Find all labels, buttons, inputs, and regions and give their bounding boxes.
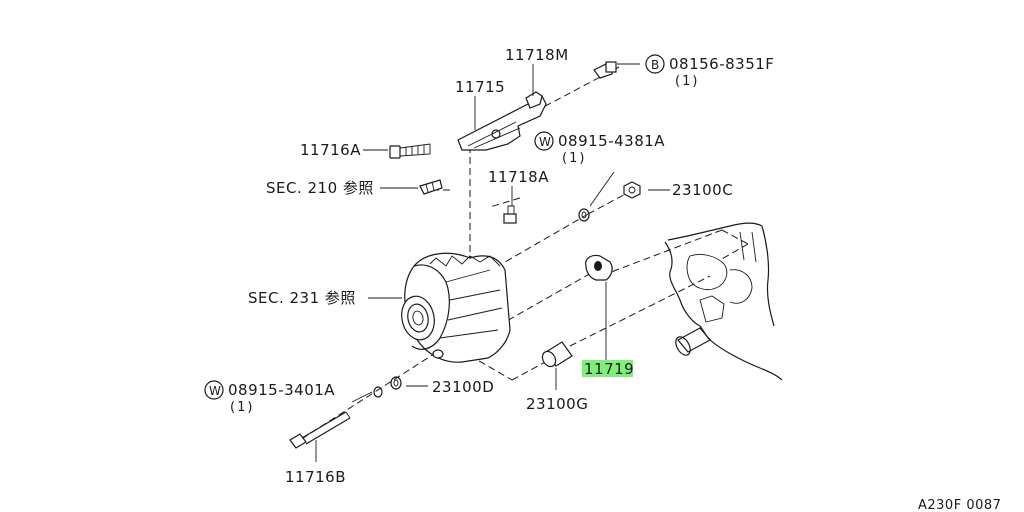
label-08915-4381a: 08915-4381A — [558, 132, 665, 150]
washer-23100d — [390, 376, 402, 390]
callout-08915-4381a: W 08915-4381A (1) — [534, 131, 665, 166]
callout-08915-3401a: W 08915-3401A (1) — [204, 380, 335, 415]
leader-lines — [315, 63, 670, 462]
qty-08915-4381a: (1) — [562, 151, 586, 166]
washer-08915-4381a — [578, 208, 590, 222]
nut-23100c — [623, 181, 641, 199]
label-08156-8351f: 08156-8351F — [669, 55, 774, 73]
engine-block-outline — [664, 222, 783, 381]
bolt-11716a — [389, 143, 431, 159]
circle-letter-b: B — [651, 58, 659, 72]
label-11715: 11715 — [455, 78, 505, 96]
qty-08915-3401a: (1) — [230, 400, 254, 415]
callout-08156-8351f: B 08156-8351F (1) — [645, 54, 774, 89]
qty-08156-8351f: (1) — [675, 74, 699, 89]
label-23100d: 23100D — [432, 378, 494, 396]
circle-letter-w: W — [209, 384, 221, 398]
label-11716b: 11716B — [285, 468, 346, 486]
label-11718m: 11718M — [505, 46, 569, 64]
washer-08915-3401a — [373, 386, 383, 398]
highlight-box — [582, 360, 633, 377]
spacer-23100g — [541, 341, 573, 368]
bolt-sec210 — [419, 179, 443, 195]
label-08915-3401a: 08915-3401A — [228, 381, 335, 399]
bushing-11719 — [585, 254, 613, 281]
bolt-08156 — [593, 61, 617, 79]
label-11718a: 11718A — [488, 168, 549, 186]
stud-11718a — [503, 205, 517, 224]
upper-bracket — [457, 91, 547, 151]
label-sec-231: SEC. 231 参照 — [248, 289, 356, 307]
alternator — [401, 252, 511, 363]
label-sec-210: SEC. 210 参照 — [266, 179, 374, 197]
diagram-reference-code: A230F 0087 — [918, 498, 1001, 512]
label-11719[interactable]: 11719 — [584, 360, 634, 378]
label-23100c: 23100C — [672, 181, 733, 199]
highlighted-part-11719[interactable]: 11719 — [582, 360, 634, 378]
assembly-dashed-lines — [299, 66, 749, 441]
bolt-11716b — [289, 411, 351, 449]
label-23100g: 23100G — [526, 395, 588, 413]
label-11716a: 11716A — [300, 141, 361, 159]
circle-letter-w: W — [539, 135, 551, 149]
